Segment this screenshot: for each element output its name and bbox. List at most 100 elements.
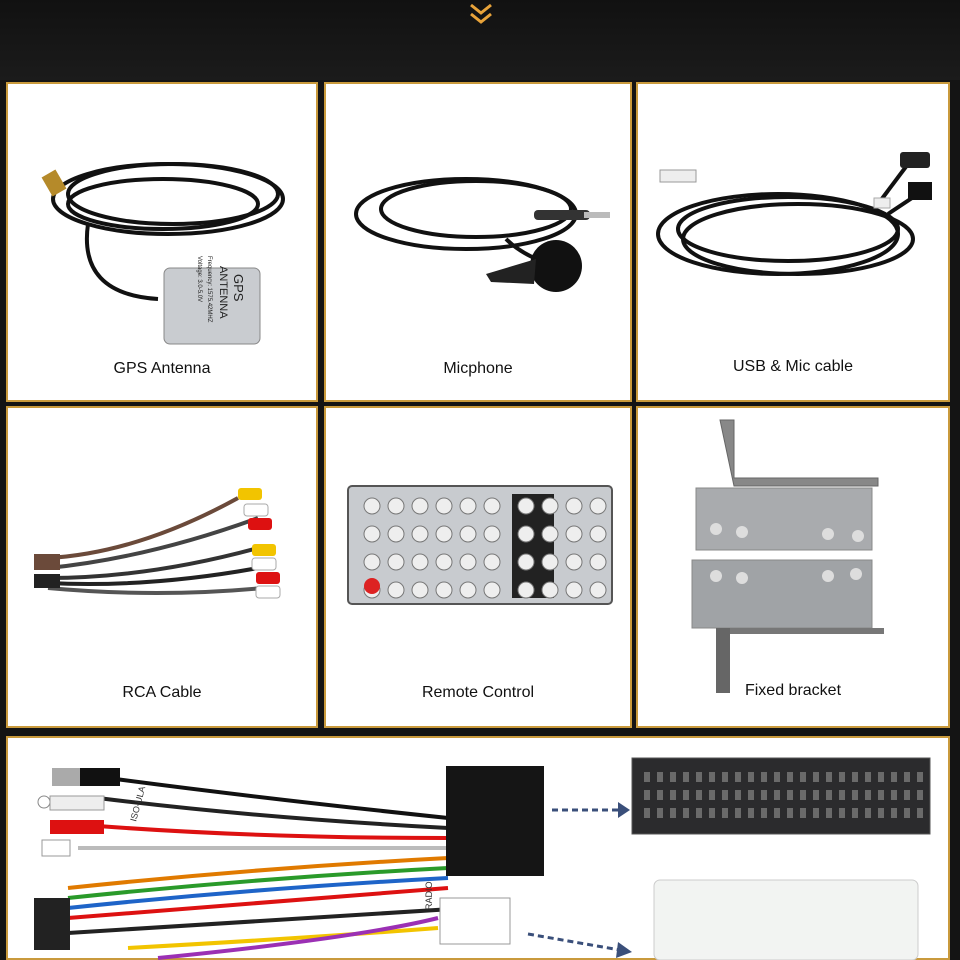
connector-pin: [904, 790, 910, 800]
connector-pin: [826, 790, 832, 800]
connector-pin: [657, 772, 663, 782]
connector-pin: [722, 772, 728, 782]
remote-button: [517, 525, 535, 543]
connector-pin: [657, 790, 663, 800]
card-fixed-bracket: Fixed bracket: [636, 406, 950, 728]
connector-pin: [774, 790, 780, 800]
connector-pin: [865, 790, 871, 800]
connector-pin: [904, 772, 910, 782]
top-banner: [0, 0, 960, 80]
connector-pin: [813, 790, 819, 800]
connector-pin: [644, 808, 650, 818]
connector-pin: [683, 772, 689, 782]
remote-button: [459, 553, 477, 571]
connector-pin: [787, 790, 793, 800]
connector-pin: [891, 808, 897, 818]
remote-button: [517, 553, 535, 571]
remote-button: [363, 497, 381, 515]
connector-pin: [800, 808, 806, 818]
remote-button: [387, 581, 405, 599]
connector-pin: [683, 808, 689, 818]
connector-pin: [878, 790, 884, 800]
remote-control-icon: [347, 485, 613, 605]
connector-pin: [683, 790, 689, 800]
connector-pin: [748, 772, 754, 782]
connector-pin: [813, 808, 819, 818]
connector-pin: [709, 808, 715, 818]
connector-pin: [709, 772, 715, 782]
gps-label-subtitle: ANTENNA: [217, 266, 229, 319]
connector-pin: [787, 772, 793, 782]
remote-button: [565, 525, 583, 543]
remote-button: [459, 497, 477, 515]
connector-pin: [774, 772, 780, 782]
remote-button: [411, 497, 429, 515]
card-rca-cable: RCA Cable: [6, 406, 318, 728]
remote-button: [387, 525, 405, 543]
connector-pin: [735, 790, 741, 800]
remote-button: [541, 525, 559, 543]
connector-pin: [865, 772, 871, 782]
remote-button: [589, 581, 607, 599]
caption-gps-antenna: GPS Antenna: [113, 360, 211, 377]
remote-button: [459, 581, 477, 599]
connector-pin: [891, 790, 897, 800]
remote-button: [565, 497, 583, 515]
gps-label-voltage: Voltage: 3.0-5.0V: [196, 256, 202, 302]
remote-button: [435, 525, 453, 543]
chevron-down-icon[interactable]: [468, 2, 494, 26]
connector-pin: [644, 790, 650, 800]
cable-tag-2: RADIO: [424, 881, 434, 910]
connector-pin: [917, 772, 923, 782]
remote-button: [589, 525, 607, 543]
connector-pin: [813, 772, 819, 782]
remote-button: [411, 525, 429, 543]
connector-pin: [878, 772, 884, 782]
connector-pin: [696, 808, 702, 818]
card-microphone: Micphone: [324, 82, 632, 402]
connector-pin: [852, 790, 858, 800]
caption-usb-mic-cable: USB & Mic cable: [732, 358, 854, 375]
connector-pin: [761, 808, 767, 818]
connector-pin: [865, 808, 871, 818]
remote-button: [565, 553, 583, 571]
remote-button: [483, 581, 501, 599]
connector-pin: [852, 808, 858, 818]
remote-button: [435, 497, 453, 515]
connector-pin: [800, 772, 806, 782]
connector-pin: [878, 808, 884, 818]
connector-pin: [839, 808, 845, 818]
connector-pin: [761, 790, 767, 800]
remote-button: [541, 553, 559, 571]
connector-pin: [839, 772, 845, 782]
remote-button: [459, 525, 477, 543]
connector-pin: [709, 790, 715, 800]
bracket-icon: [691, 419, 884, 693]
connector-pin: [722, 790, 728, 800]
remote-button: [363, 553, 381, 571]
connector-pin: [670, 790, 676, 800]
connector-pin: [644, 772, 650, 782]
microphone-icon: [354, 177, 610, 292]
connector-pin: [826, 808, 832, 818]
gps-label-frequency: Frequency: 1575.42MHZ: [206, 256, 212, 323]
wiring-harness-icon: ISO-ULA RADIO: [34, 757, 931, 960]
gps-label-title: GPS: [231, 274, 246, 302]
remote-button: [565, 581, 583, 599]
remote-button: [411, 581, 429, 599]
connector-pin: [917, 808, 923, 818]
connector-pin: [670, 772, 676, 782]
remote-button: [589, 497, 607, 515]
rca-cable-icon: [34, 488, 281, 599]
connector-pin: [670, 808, 676, 818]
remote-button: [483, 525, 501, 543]
connector-pin: [696, 772, 702, 782]
connector-pin: [735, 808, 741, 818]
card-wiring-harness: ISO-ULA RADIO: [6, 736, 950, 960]
caption-remote-control: Remote Control: [421, 684, 535, 701]
connector-pin: [917, 790, 923, 800]
remote-button: [517, 497, 535, 515]
connector-pin: [748, 808, 754, 818]
connector-pin: [839, 790, 845, 800]
connector-pin: [787, 808, 793, 818]
